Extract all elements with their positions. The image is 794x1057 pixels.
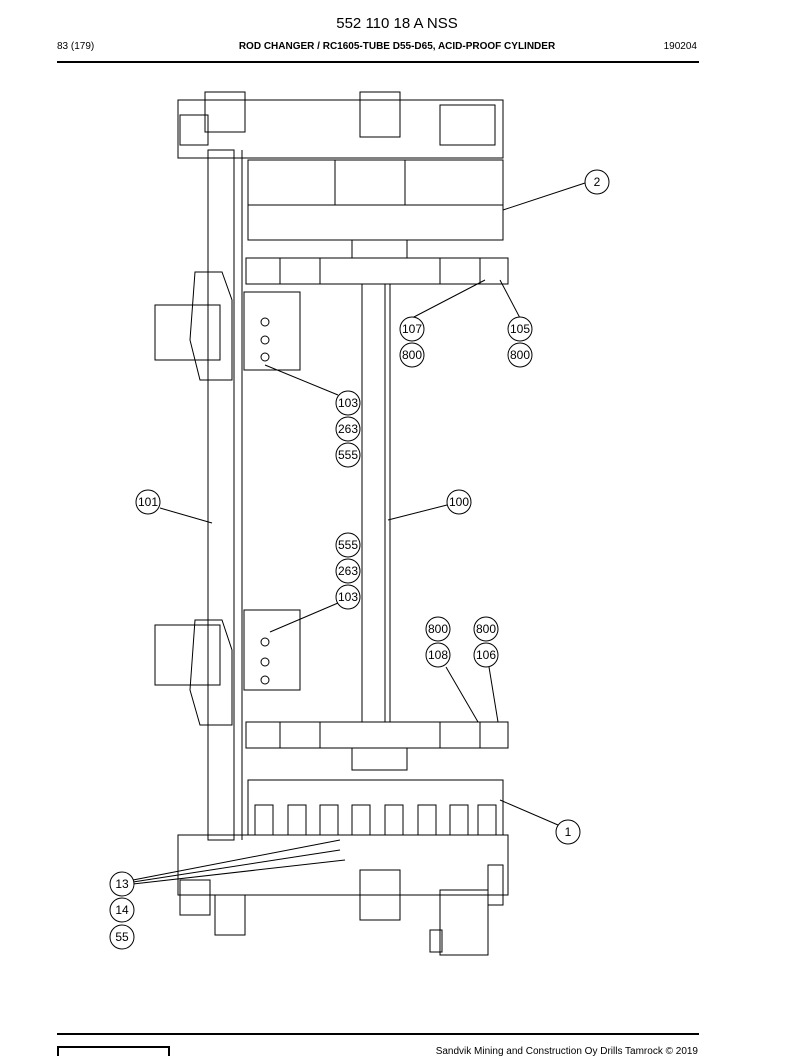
svg-text:555: 555 — [338, 448, 358, 462]
svg-text:14: 14 — [115, 903, 129, 917]
bottom-cylinder-assembly — [177, 779, 509, 956]
callout-105: 105 — [507, 316, 533, 342]
top-cylinder-assembly — [177, 91, 504, 241]
callout-106: 106 — [473, 642, 499, 668]
callout-555: 555 — [335, 532, 361, 558]
page-indicator: 83 (179) — [57, 41, 95, 52]
svg-text:100: 100 — [449, 495, 469, 509]
callout-bubbles: 2 107 800 105 800 103 263 555 101 100 55… — [109, 169, 610, 950]
svg-text:55: 55 — [115, 930, 129, 944]
callout-800: 800 — [507, 342, 533, 368]
footer-copyright: Sandvik Mining and Construction Oy Drill… — [435, 1046, 698, 1057]
callout-103: 103 — [335, 390, 361, 416]
callout-800: 800 — [473, 616, 499, 642]
callout-1: 1 — [555, 819, 581, 845]
footer-rule — [57, 1033, 699, 1035]
svg-text:1: 1 — [565, 825, 572, 839]
svg-text:13: 13 — [115, 877, 129, 891]
callout-800: 800 — [399, 342, 425, 368]
upper-gripper — [154, 291, 301, 371]
svg-text:800: 800 — [428, 622, 448, 636]
svg-text:800: 800 — [476, 622, 496, 636]
svg-text:2: 2 — [594, 175, 601, 189]
svg-text:800: 800 — [510, 348, 530, 362]
upper-sprocket — [245, 239, 509, 285]
callout-100: 100 — [446, 489, 472, 515]
brand-logo — [57, 1046, 170, 1056]
svg-text:108: 108 — [428, 648, 448, 662]
lower-sprocket — [245, 721, 509, 771]
svg-text:101: 101 — [138, 495, 158, 509]
document-code: 190204 — [663, 41, 697, 52]
callout-263: 263 — [335, 558, 361, 584]
leader-lines — [132, 182, 586, 885]
callout-800: 800 — [425, 616, 451, 642]
svg-text:263: 263 — [338, 564, 358, 578]
callout-555: 555 — [335, 442, 361, 468]
lower-gripper — [154, 609, 301, 691]
svg-text:105: 105 — [510, 322, 530, 336]
callout-2: 2 — [584, 169, 610, 195]
svg-text:800: 800 — [402, 348, 422, 362]
document-number: 552 110 18 A NSS — [336, 15, 458, 32]
svg-text:263: 263 — [338, 422, 358, 436]
callout-14: 14 — [109, 897, 135, 923]
callout-263: 263 — [335, 416, 361, 442]
page-title: ROD CHANGER / RC1605-TUBE D55-D65, ACID-… — [238, 41, 556, 52]
header-rule — [57, 61, 699, 63]
svg-text:103: 103 — [338, 396, 358, 410]
callout-107: 107 — [399, 316, 425, 342]
guide-shafts — [361, 284, 391, 722]
callout-103: 103 — [335, 584, 361, 610]
callout-101: 101 — [135, 489, 161, 515]
side-frame — [189, 149, 243, 841]
callout-13: 13 — [109, 871, 135, 897]
svg-text:555: 555 — [338, 538, 358, 552]
svg-text:103: 103 — [338, 590, 358, 604]
svg-text:107: 107 — [402, 322, 422, 336]
callout-55: 55 — [109, 924, 135, 950]
callout-108: 108 — [425, 642, 451, 668]
svg-text:106: 106 — [476, 648, 496, 662]
